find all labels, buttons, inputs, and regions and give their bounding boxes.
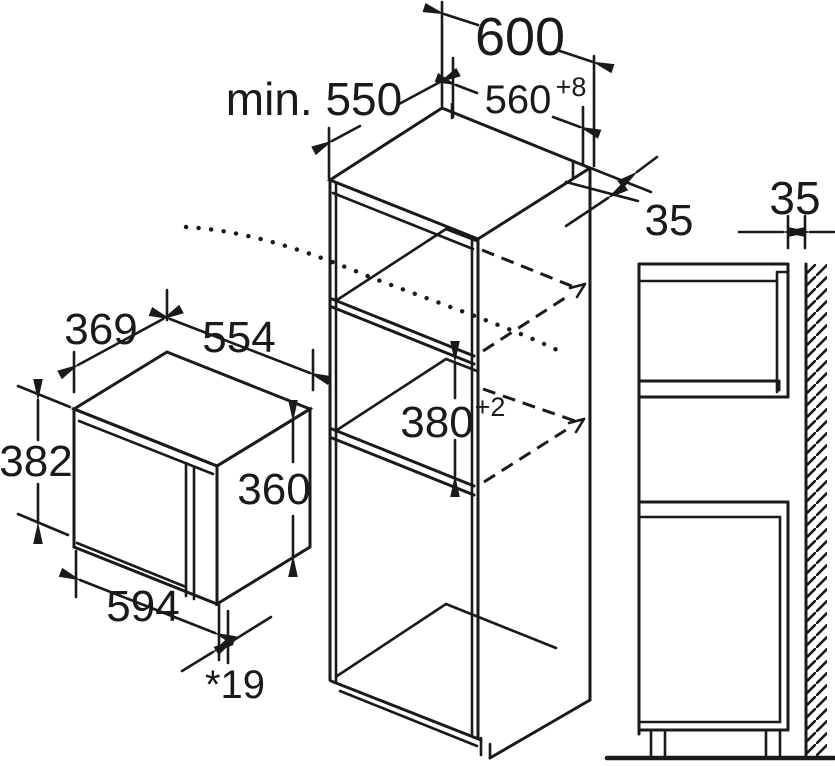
- niche-bottom-shelf-top: [639, 379, 781, 392]
- back-panel-inner-upper: [775, 270, 788, 394]
- ext-tick: [16, 384, 72, 409]
- insertion-path-dotted: [183, 224, 560, 353]
- shelf-lower-arrow-icon: [567, 417, 586, 434]
- dim-arrow-35-lower: [564, 182, 629, 228]
- dim-arrow-35-upper: [617, 155, 659, 189]
- upper-compartment-floor: [335, 227, 479, 302]
- shelf-lower-hidden-side-edge: [483, 426, 570, 484]
- top-rail-inner-edge: [331, 191, 475, 251]
- plinth-foot-right: [764, 728, 782, 759]
- dim-label-appliance-total-width: 594: [106, 582, 179, 631]
- bottom-compartment-floor: [335, 602, 558, 678]
- plinth-foot-left: [649, 728, 667, 759]
- dim-label-niche-height: 380: [400, 398, 473, 447]
- dim-label-side-view-wall-gap: 35: [769, 172, 820, 224]
- dim-label-appliance-depth: 369: [64, 305, 137, 354]
- ext-tick: [16, 512, 70, 537]
- dim-line-554: [148, 306, 332, 386]
- dim-line-560-left: [434, 73, 479, 95]
- side-view-dimensions: 35: [737, 172, 835, 250]
- cabinet-side-view: [604, 262, 835, 761]
- door-bottom-edge: [75, 541, 188, 589]
- wall-hatching: [807, 264, 827, 757]
- appliance-top-face: [70, 350, 314, 468]
- shelf-upper-front-top: [330, 297, 476, 358]
- plinth-front-edge: [338, 689, 479, 748]
- shelf-upper-hidden-side-edge: [482, 294, 569, 353]
- dim-label-cabinet-min-depth: min. 550: [226, 73, 402, 125]
- shelf-slide-indicators: [481, 248, 587, 484]
- dim-label-top-rear-wall-gap: 35: [645, 196, 694, 245]
- dim-label-niche-width-tolerance: +8: [556, 72, 587, 102]
- bottom-right-edge: [488, 698, 592, 760]
- dim-arrow-19-right: [213, 615, 273, 656]
- dim-label-niche-height-tolerance: +2: [475, 392, 506, 422]
- cabinet-rear-edge-line: [564, 180, 640, 203]
- dim-line-600-right: [558, 49, 615, 74]
- dim-label-appliance-front-height: 360: [237, 465, 310, 514]
- dim-label-niche-width: 560: [485, 78, 552, 122]
- appliance-right-face: [215, 406, 312, 607]
- appliance-dimensions: 369 554 382 360 594 *19: [0, 288, 332, 707]
- niche-floor: [335, 357, 479, 432]
- shelf-lower-hidden-back-edge: [482, 387, 576, 423]
- appliance-front-door-face: [72, 406, 219, 607]
- dim-line-594: [58, 567, 237, 646]
- wall-edge-line: [581, 163, 653, 194]
- wall-section: [804, 262, 827, 759]
- dim-line-550-left: [311, 124, 362, 156]
- dim-label-door-projection: *19: [205, 663, 265, 707]
- dim-label-appliance-body-width: 554: [202, 313, 275, 362]
- dim-line-600-left: [422, 2, 480, 27]
- plinth-top-edge: [329, 679, 483, 742]
- dim-line-560-right: [551, 115, 602, 139]
- dim-line-550-right: [397, 67, 461, 106]
- cabinet-top-face: [326, 106, 594, 241]
- dim-arrow-19-left: [180, 636, 234, 673]
- shelf-upper-hidden-back-edge: [481, 248, 575, 289]
- dim-label-cabinet-outer-width: 600: [475, 7, 565, 67]
- door-top-edge: [77, 419, 215, 476]
- appliance-isometric-view: [70, 350, 314, 607]
- shelf-upper-arrow-icon: [568, 282, 587, 299]
- shelf-upper-front-bottom: [330, 305, 476, 366]
- cabinet-dimensions: 600 min. 550 560 +8 35 380 +2: [226, 0, 694, 497]
- dim-label-appliance-total-height: 382: [0, 437, 73, 486]
